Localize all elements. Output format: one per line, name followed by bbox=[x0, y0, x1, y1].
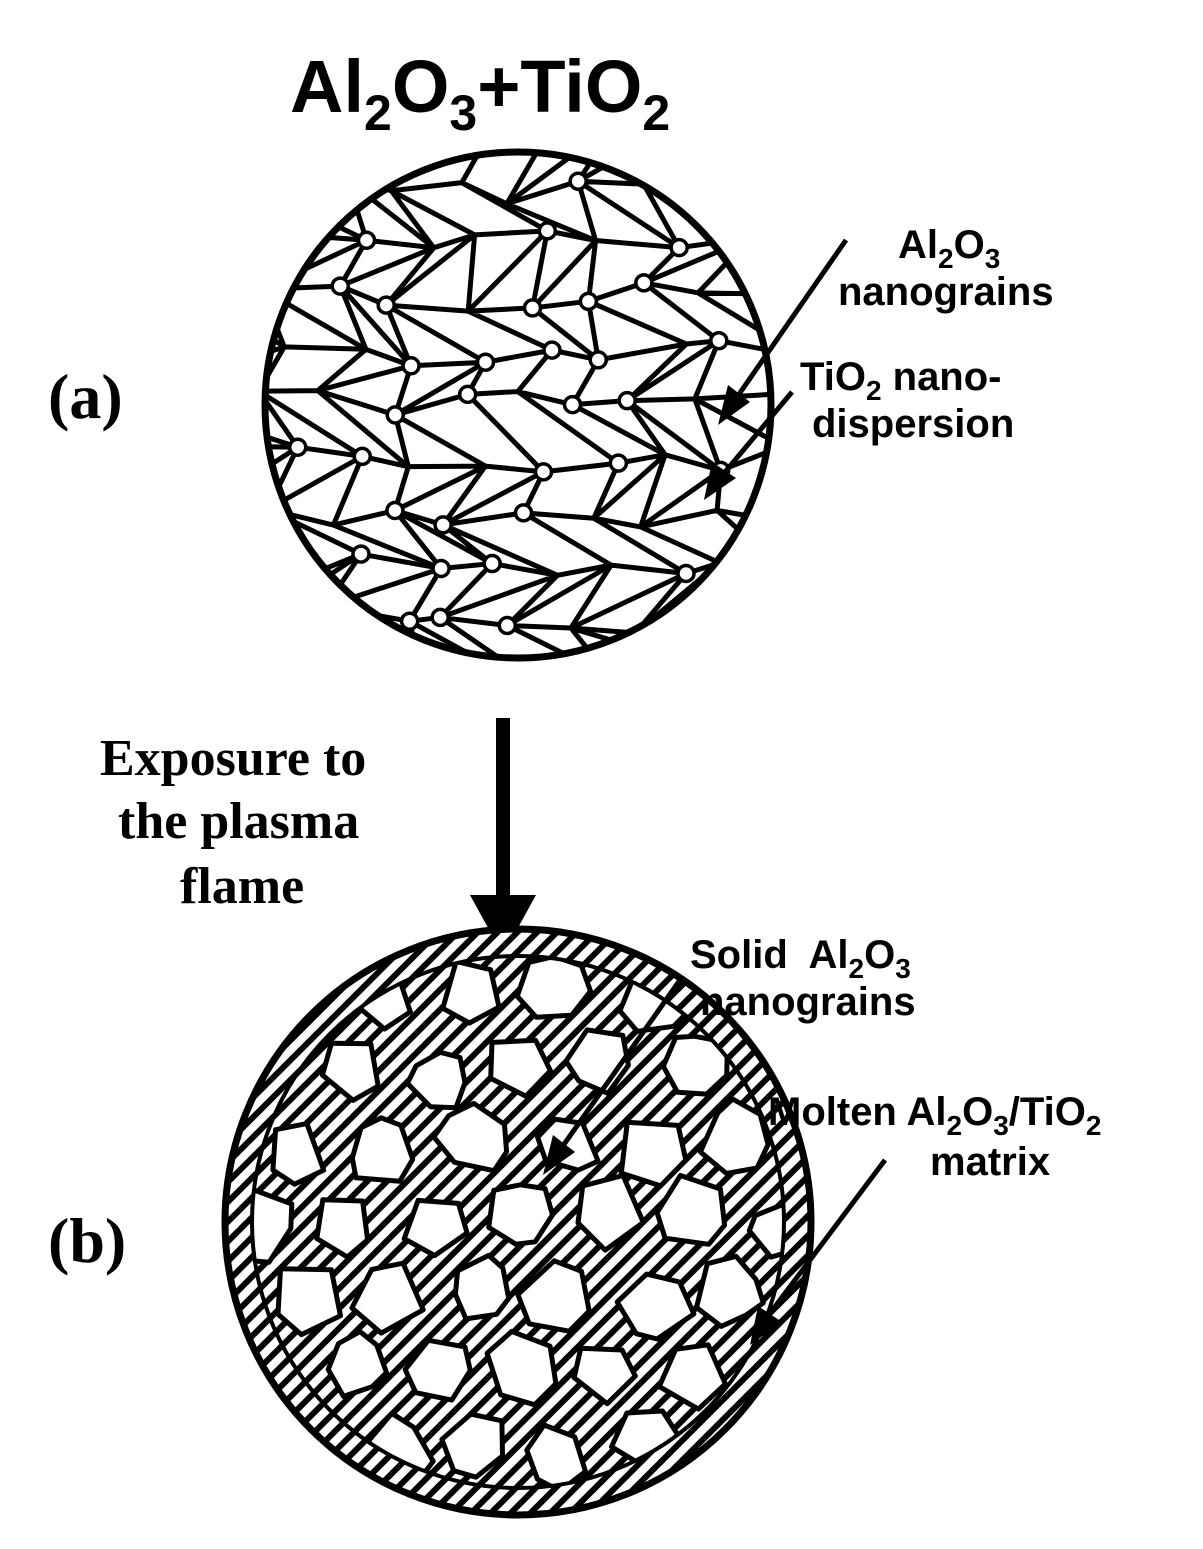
pointer-solid-grains bbox=[557, 978, 683, 1152]
tio2-dot bbox=[568, 171, 588, 191]
tio2-dot bbox=[431, 558, 451, 579]
solid-grain bbox=[270, 1121, 327, 1187]
arrowhead-molten-matrix bbox=[750, 1306, 782, 1345]
diagram-title: Al2O3+TiO2 bbox=[290, 45, 670, 141]
solid-grain bbox=[349, 1115, 416, 1184]
solid-grain bbox=[319, 1040, 381, 1103]
solid-grain bbox=[484, 1328, 559, 1408]
tio2-dot bbox=[617, 390, 637, 411]
svg-text:nanograins: nanograins bbox=[700, 980, 916, 1024]
svg-text:Exposure to: Exposure to bbox=[100, 730, 366, 787]
solid-grain bbox=[452, 1252, 512, 1322]
panel-a-tag: (a) bbox=[48, 361, 123, 432]
panel-b-tag: (b) bbox=[48, 1205, 126, 1276]
label-tio2-nano-dispersion: TiO2 nano- dispersion bbox=[800, 355, 1014, 446]
solid-grain bbox=[656, 1342, 728, 1412]
svg-text:matrix: matrix bbox=[930, 1140, 1050, 1184]
svg-text:Molten Al2O3/TiO2: Molten Al2O3/TiO2 bbox=[768, 1090, 1101, 1141]
svg-text:Al2O3: Al2O3 bbox=[898, 223, 1000, 274]
tio2-dot bbox=[497, 615, 518, 636]
tio2-dot bbox=[676, 563, 696, 584]
solid-grain bbox=[575, 1172, 646, 1253]
tio2-dot bbox=[513, 503, 534, 523]
tio2-dot bbox=[542, 340, 562, 360]
arrowhead-al2o3-nanograins bbox=[718, 385, 750, 425]
process-label: Exposure to the plasma flame bbox=[100, 730, 366, 915]
tio2-dot bbox=[376, 295, 396, 315]
solid-grain bbox=[515, 1258, 592, 1334]
tio2-dot bbox=[399, 611, 420, 631]
particle-a-outline bbox=[261, 148, 775, 662]
tio2-dot bbox=[608, 453, 629, 473]
pointer-molten-matrix bbox=[763, 1158, 887, 1322]
tio2-dot bbox=[401, 356, 421, 376]
particle-b-inner-ring bbox=[250, 954, 786, 1490]
solid-grain bbox=[694, 1253, 766, 1329]
solid-grain bbox=[314, 1197, 371, 1260]
tio2-dot bbox=[457, 384, 478, 405]
tio2-dot bbox=[330, 276, 351, 296]
particle-b-outline bbox=[221, 925, 815, 1519]
tio2-dot bbox=[669, 237, 689, 258]
svg-text:dispersion: dispersion bbox=[812, 402, 1014, 446]
solid-grain bbox=[614, 1271, 697, 1342]
solid-grain bbox=[402, 1337, 473, 1403]
tio2-dot bbox=[482, 553, 502, 574]
tio2-dot bbox=[287, 437, 308, 457]
solid-grain bbox=[439, 1411, 505, 1480]
tio2-dot bbox=[352, 446, 373, 467]
solid-grain bbox=[431, 1100, 510, 1174]
label-solid-al2o3-nanograins: Solid Al2O3 nanograins bbox=[690, 933, 916, 1024]
solid-grain bbox=[349, 1260, 426, 1336]
solid-grain bbox=[571, 1345, 638, 1407]
solid-grain bbox=[275, 1266, 343, 1338]
solid-grain bbox=[440, 958, 502, 1026]
svg-text:the plasma: the plasma bbox=[118, 793, 359, 850]
tio2-dot bbox=[634, 273, 654, 293]
svg-text:flame: flame bbox=[180, 858, 304, 915]
solid-grain bbox=[524, 1422, 588, 1488]
solid-grain bbox=[618, 1119, 689, 1189]
pointer-al2o3-nanograins bbox=[732, 238, 849, 402]
particle-b bbox=[221, 925, 815, 1519]
solid-grain bbox=[746, 1201, 784, 1260]
tio2-dot bbox=[430, 607, 450, 628]
solid-grains-b bbox=[252, 956, 784, 1488]
solid-grain bbox=[325, 1329, 389, 1399]
tio2-dot bbox=[588, 350, 609, 370]
svg-text:TiO2 nano-: TiO2 nano- bbox=[800, 355, 1002, 406]
tio2-dot bbox=[385, 500, 405, 521]
svg-text:nanograins: nanograins bbox=[838, 270, 1054, 314]
tio2-dot bbox=[533, 462, 554, 482]
tio2-dot bbox=[562, 394, 583, 415]
tio2-dot bbox=[522, 298, 543, 318]
label-al2o3-nanograins: Al2O3 nanograins bbox=[838, 223, 1054, 314]
solid-grain bbox=[654, 1173, 728, 1247]
solid-grain bbox=[488, 1037, 553, 1099]
tio2-dot bbox=[537, 221, 558, 241]
tio2-dot bbox=[578, 291, 599, 312]
tio2-dot bbox=[351, 544, 371, 564]
tio2-dot bbox=[709, 330, 729, 351]
solid-grain bbox=[404, 1049, 468, 1111]
pointer-tio2-dispersion bbox=[718, 390, 794, 480]
arrowhead-solid-grains bbox=[543, 1135, 575, 1175]
tio2-dot bbox=[475, 352, 496, 372]
solid-grain bbox=[486, 1182, 555, 1247]
arrowhead-tio2-dispersion bbox=[704, 462, 736, 500]
solid-grain bbox=[252, 1186, 295, 1265]
svg-text:Solid Al2O3: Solid Al2O3 bbox=[690, 933, 911, 984]
tio2-dispersion-dots bbox=[287, 171, 731, 636]
tio2-dot bbox=[433, 515, 453, 535]
solid-grain bbox=[514, 956, 593, 1020]
tio2-dot bbox=[356, 230, 377, 250]
particle-a bbox=[261, 148, 775, 662]
tio2-dot bbox=[385, 405, 406, 425]
solid-grain bbox=[697, 1096, 771, 1176]
label-molten-matrix: Molten Al2O3/TiO2 matrix bbox=[768, 1090, 1101, 1184]
process-arrow-head bbox=[470, 895, 536, 955]
solid-grain bbox=[401, 1197, 470, 1259]
